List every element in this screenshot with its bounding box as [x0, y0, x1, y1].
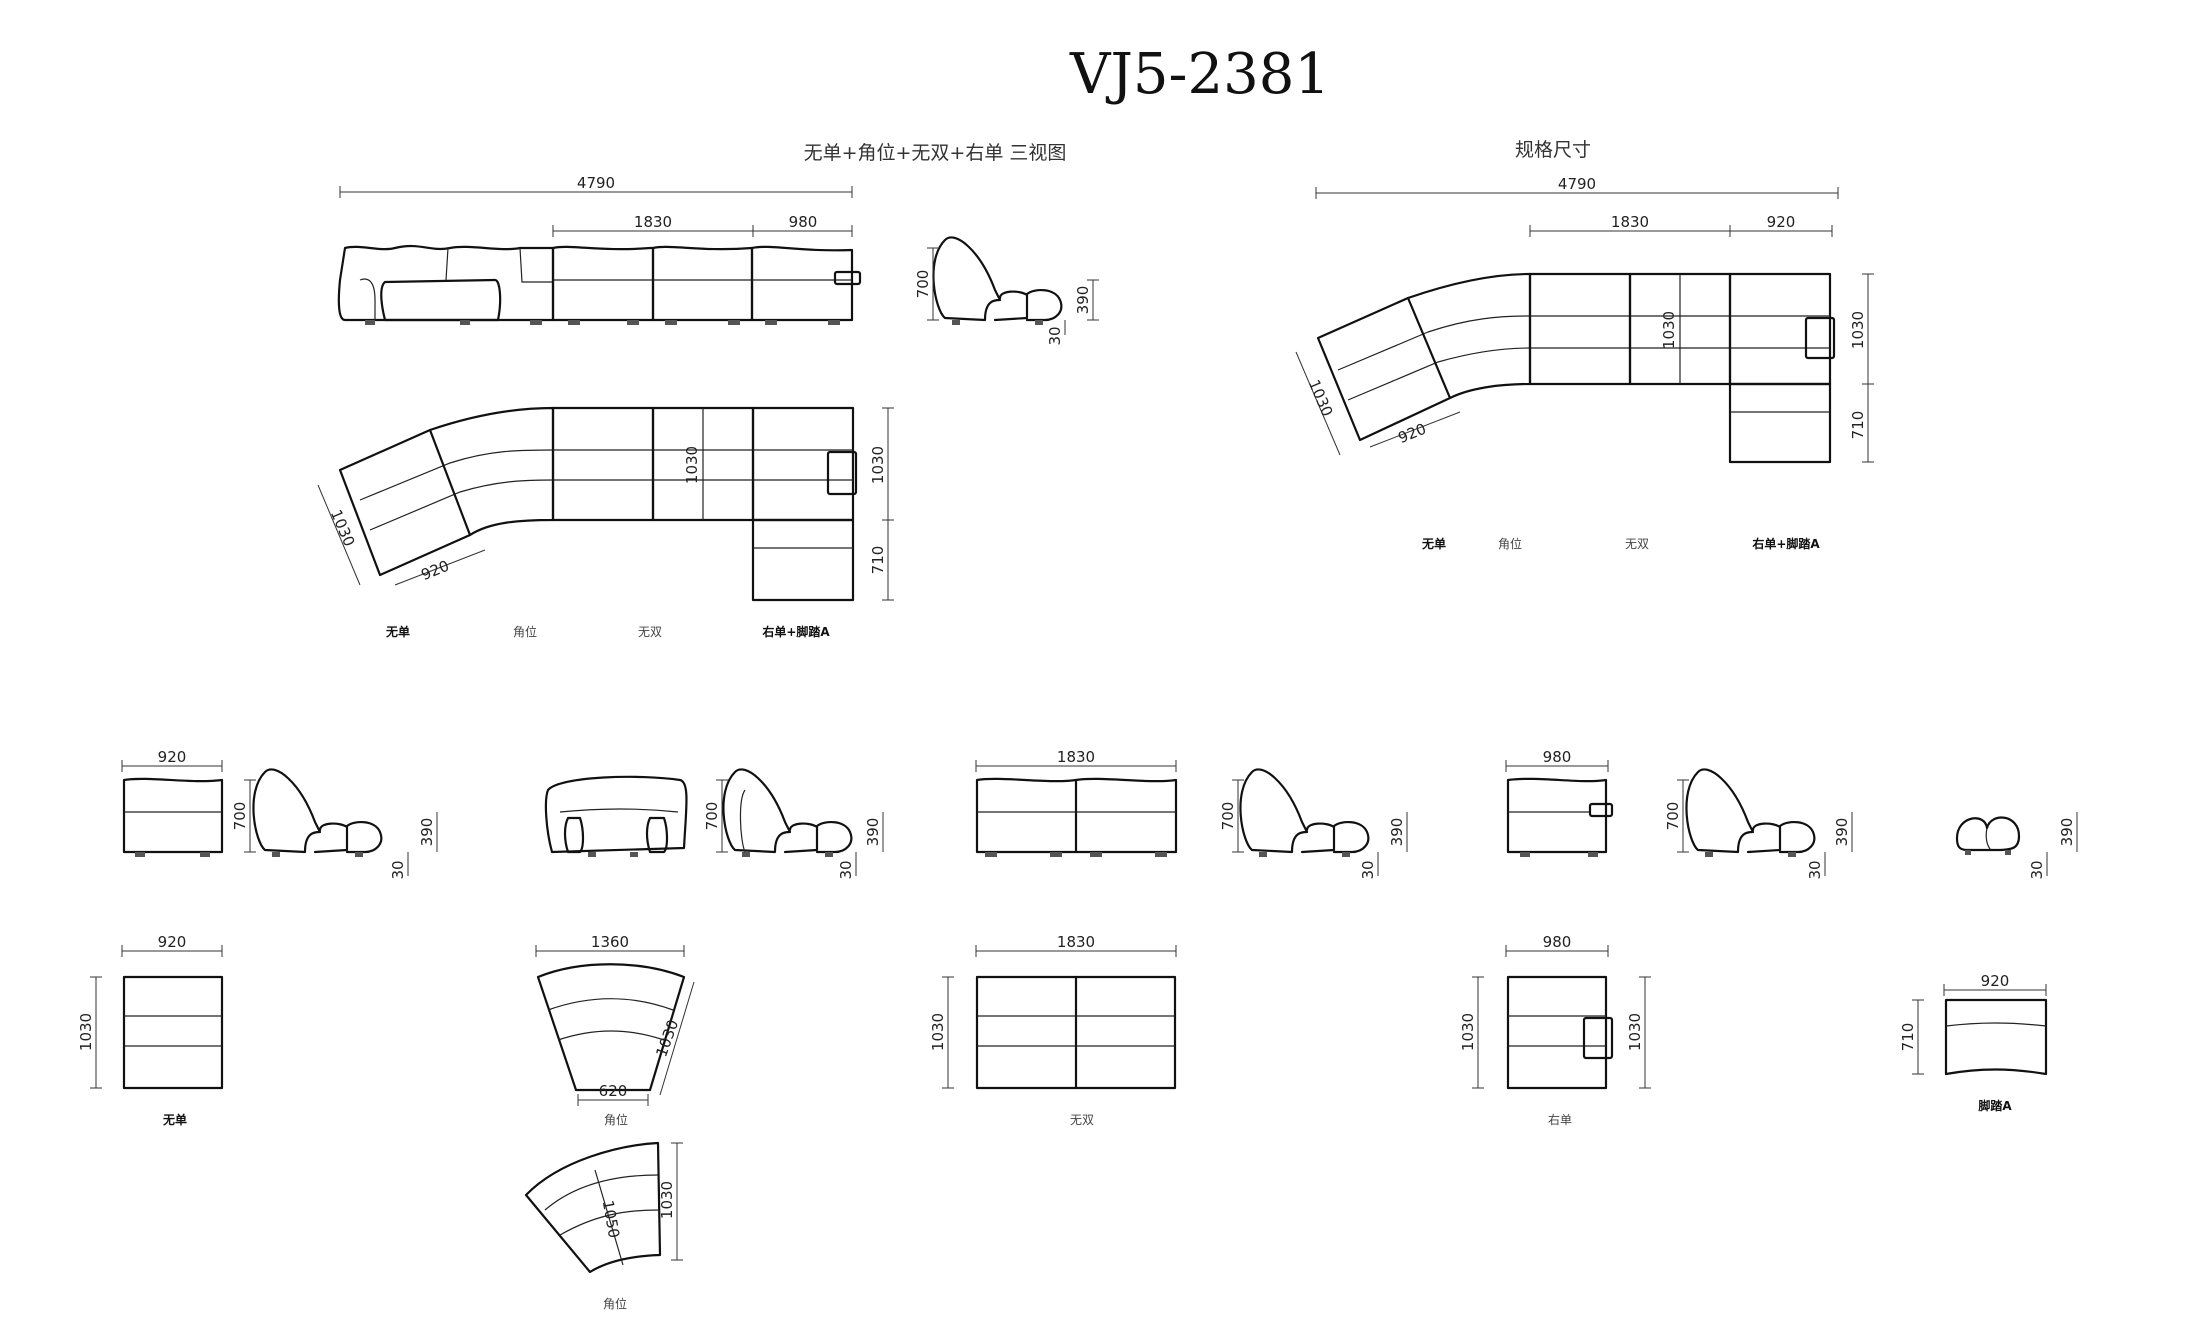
spec-dim-depth-right: 1030: [1849, 311, 1867, 349]
spec-dim-depth-inner: 1030: [1660, 311, 1678, 349]
dim-depth-inner: 1030: [683, 446, 701, 484]
spec-label-single: 无单: [1421, 536, 1446, 551]
corner-dim-inner: 620: [599, 1082, 628, 1100]
spec-plan-view: 4790 1830 920 1030 710 1030 1030 920 无单: [1295, 175, 1874, 551]
right-label: 右单: [1548, 1112, 1572, 1127]
right-dim-height: 700: [1664, 802, 1682, 831]
spec-label-right-combo: 右单+脚踏A: [1751, 536, 1820, 551]
dim-depth-right: 1030: [869, 446, 887, 484]
drawing-title: VJ5-2381: [1069, 42, 1330, 107]
spec-dim-total-width: 4790: [1558, 175, 1596, 193]
single-dim-depth: 1030: [77, 1013, 95, 1051]
spec-label-double: 无双: [1625, 537, 1649, 551]
footstool-dim-depth: 710: [1899, 1023, 1917, 1052]
right-dim-depth-left: 1030: [1459, 1013, 1477, 1051]
label-corner: 角位: [513, 624, 537, 639]
footstool-dim-seat: 390: [2058, 818, 2076, 847]
dim-seat-height: 390: [1074, 286, 1092, 315]
spec-dim-right-width: 920: [1767, 213, 1796, 231]
dim-double-width: 1830: [634, 213, 672, 231]
corner-dim-seat: 390: [864, 818, 882, 847]
single-label: 无单: [162, 1112, 187, 1127]
dim-corner-module-width: 920: [418, 557, 451, 584]
single-dim-height: 700: [231, 802, 249, 831]
right-dim-seat: 390: [1833, 818, 1851, 847]
right-dim-leg: 30: [1806, 860, 1824, 879]
double-dim-depth: 1030: [929, 1013, 947, 1051]
footstool-label: 脚踏A: [1978, 1098, 2012, 1113]
corner-dim-width: 1360: [591, 933, 629, 951]
dim-right-single-width: 980: [789, 213, 818, 231]
double-dim-width: 1830: [1057, 748, 1095, 766]
spec-label-corner: 角位: [1498, 536, 1522, 551]
spec-dim-footstool-depth: 710: [1849, 411, 1867, 440]
label-double: 无双: [638, 625, 662, 639]
single-dim-leg: 30: [389, 860, 407, 879]
three-view-heading: 无单+角位+无双+右单 三视图: [804, 142, 1067, 164]
corner-dim-depth: 1030: [652, 1017, 682, 1059]
double-dim-leg: 30: [1359, 860, 1377, 879]
corner-dim-leg: 30: [837, 860, 855, 879]
single-dim-width: 920: [158, 748, 187, 766]
right-plan-dim-width: 980: [1543, 933, 1572, 951]
double-dim-seat: 390: [1388, 818, 1406, 847]
corner-dim-height: 700: [703, 802, 721, 831]
dim-footstool-depth: 710: [869, 546, 887, 575]
dim-side-height: 700: [914, 270, 932, 299]
spec-dim-double-width: 1830: [1611, 213, 1649, 231]
spec-dim-module-width: 920: [1395, 420, 1428, 447]
dim-leg-height: 30: [1046, 326, 1064, 345]
dim-depth-left: 1030: [327, 507, 358, 549]
module-single: 920 700 390 30 920 1030 无单: [77, 748, 438, 1127]
corner-label-2: 角位: [603, 1296, 627, 1311]
spec-heading: 规格尺寸: [1515, 139, 1591, 161]
corner-dim-diagonal: 1050: [599, 1199, 623, 1240]
module-corner: 700 390 30 1360 620 1030 角位 1050 1030 角位: [524, 768, 884, 1311]
single-dim-seat: 390: [418, 818, 436, 847]
footstool-dim-leg: 30: [2028, 860, 2046, 879]
double-label: 无双: [1070, 1113, 1094, 1127]
label-single: 无单: [385, 624, 410, 639]
three-view-front-elevation: 4790 1830 980: [337, 174, 862, 325]
corner-label: 角位: [604, 1112, 628, 1127]
double-plan-dim-width: 1830: [1057, 933, 1095, 951]
module-footstool: 390 30 920 710 脚踏A: [1899, 812, 2078, 1113]
three-view-plan: 1030 710 1030 1030 920 无单 角位 无双 右单+脚踏A: [317, 406, 894, 639]
three-view-side-elevation: 700 390 30: [914, 236, 1099, 346]
double-dim-height: 700: [1219, 802, 1237, 831]
module-double: 1830 700 390 30 1830 1030 无双: [929, 748, 1408, 1127]
footstool-dim-width: 920: [1981, 972, 2010, 990]
single-plan-dim-width: 920: [158, 933, 187, 951]
module-right-single: 980 700 390 30 980 1030 1030 右单: [1459, 748, 1853, 1127]
label-right-combo: 右单+脚踏A: [761, 624, 830, 639]
dim-total-width: 4790: [577, 174, 615, 192]
spec-dim-depth-left: 1030: [1305, 377, 1336, 419]
right-dim-depth-right: 1030: [1626, 1013, 1644, 1051]
right-dim-width: 980: [1543, 748, 1572, 766]
corner-dim-depth2: 1030: [658, 1181, 676, 1219]
